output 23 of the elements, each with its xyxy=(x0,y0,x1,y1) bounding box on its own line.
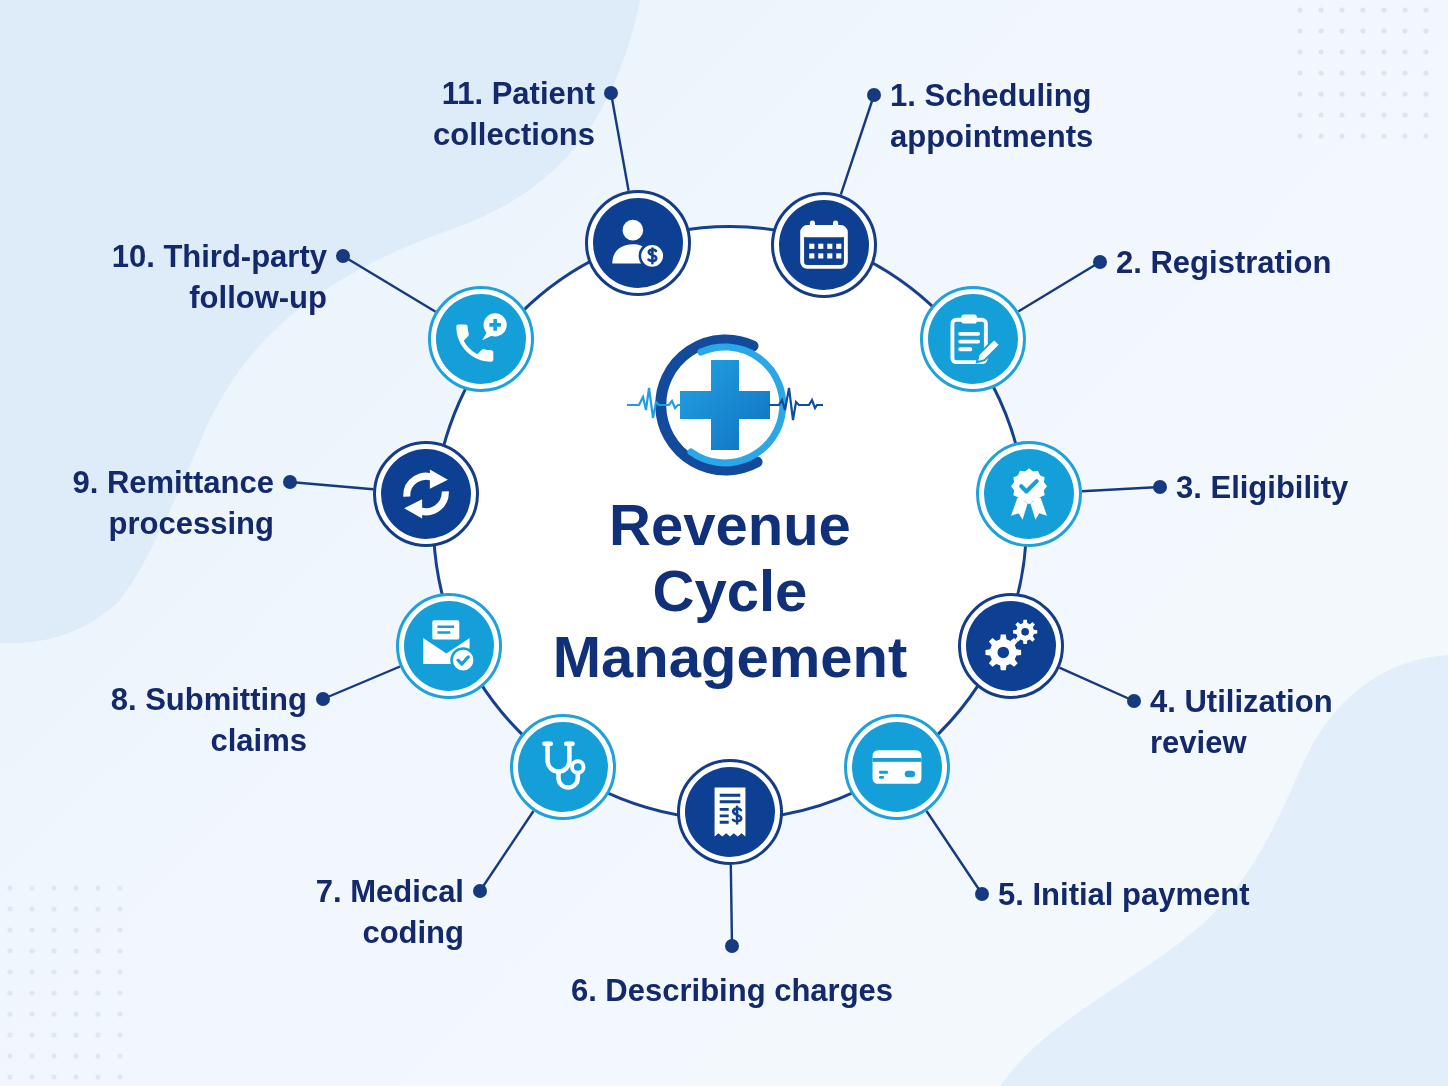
step-label: 11. Patient collections xyxy=(417,72,611,155)
step-label: 3. Eligibility xyxy=(1160,466,1349,508)
leader-line xyxy=(839,88,881,196)
step-label: 5. Initial payment xyxy=(982,873,1250,915)
leader-line xyxy=(925,810,989,901)
step-label: 1. Scheduling appointments xyxy=(874,74,1115,157)
step-label: 4. Utilization review xyxy=(1134,680,1350,763)
step-label: 9. Remittance processing xyxy=(56,461,290,544)
leader-line xyxy=(283,475,374,491)
leader-line xyxy=(316,665,401,706)
leader-line xyxy=(1017,255,1107,313)
step-label: 6. Describing charges xyxy=(570,946,894,1011)
step-label: 10. Third-party follow-up xyxy=(95,235,343,318)
leader-line xyxy=(1081,480,1167,494)
leader-line xyxy=(473,810,535,898)
step-label: 2. Registration xyxy=(1100,241,1332,283)
step-label: 7. Medical coding xyxy=(294,870,480,953)
step-label: 8. Submitting claims xyxy=(95,678,323,761)
leader-line xyxy=(1058,666,1141,708)
leader-line xyxy=(725,865,739,953)
leader-line xyxy=(336,249,437,313)
hub-title: Revenue Cycle Management xyxy=(551,492,909,690)
leader-line xyxy=(604,86,630,191)
